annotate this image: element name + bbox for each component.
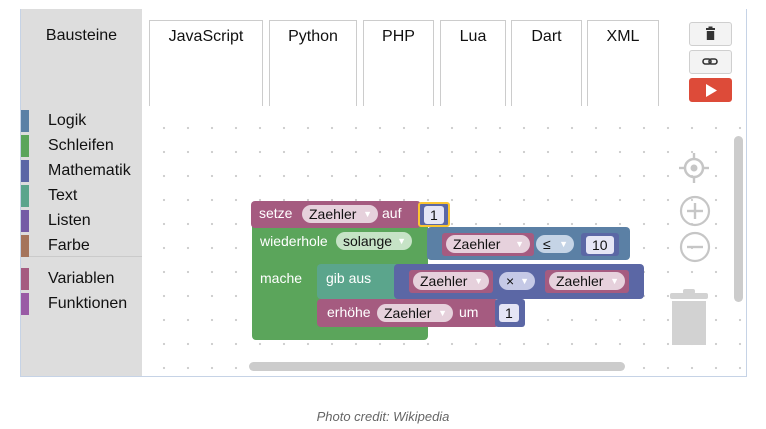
dropdown-arrow-icon: ▼: [363, 205, 372, 223]
toolbox: Logik Schleifen Mathematik Text Listen F…: [21, 106, 142, 377]
tab-php[interactable]: PHP: [363, 20, 434, 108]
print-block[interactable]: gib aus: [317, 264, 399, 299]
compare-left-var[interactable]: Zaehler ▼: [442, 233, 534, 256]
multiply-left-dropdown[interactable]: Zaehler ▼: [413, 272, 489, 290]
do-keyword: mache: [260, 270, 302, 286]
category-text[interactable]: Text: [21, 185, 142, 207]
set-variable-block[interactable]: setze Zaehler ▼ auf: [251, 201, 421, 228]
multiply-right-var[interactable]: Zaehler ▼: [545, 270, 629, 293]
category-color: [21, 210, 29, 232]
dropdown-arrow-icon: ▼: [438, 304, 447, 322]
category-label: Mathematik: [48, 162, 131, 180]
set-value-number[interactable]: 1: [424, 206, 444, 224]
photo-credit: Photo credit: Wikipedia: [0, 409, 766, 424]
trash-button[interactable]: [689, 22, 732, 46]
horizontal-scrollbar[interactable]: [249, 362, 625, 371]
category-color: [21, 110, 29, 132]
tab-dart[interactable]: Dart: [511, 20, 582, 108]
zoom-in-icon[interactable]: [679, 195, 711, 227]
multiply-operator-dropdown[interactable]: ×▼: [499, 272, 535, 290]
set-variable-name: Zaehler: [309, 206, 356, 222]
category-color: [21, 185, 29, 207]
link-icon: [690, 51, 731, 73]
tab-lua[interactable]: Lua: [440, 20, 506, 108]
toolbox-separator: [29, 256, 142, 257]
print-keyword: gib aus: [326, 270, 371, 286]
set-variable-dropdown[interactable]: Zaehler ▼: [302, 205, 378, 223]
increment-variable-name: Zaehler: [384, 305, 431, 321]
category-label: Text: [48, 187, 77, 205]
loop-keyword: wiederhole: [260, 233, 328, 249]
blockly-app: Bausteine JavaScript Python PHP Lua Dart…: [20, 9, 747, 377]
vertical-scrollbar[interactable]: [734, 136, 743, 302]
dropdown-arrow-icon: ▼: [559, 235, 568, 253]
increment-by-keyword: um: [459, 304, 478, 320]
category-label: Funktionen: [48, 295, 127, 313]
zoom-reset-icon[interactable]: [676, 150, 712, 186]
multiply-right-dropdown[interactable]: Zaehler ▼: [549, 272, 625, 290]
compare-operator-dropdown[interactable]: ≤▼: [536, 235, 574, 253]
category-color: [21, 135, 29, 157]
category-color: [21, 160, 29, 182]
compare-right-number[interactable]: 10: [586, 236, 614, 254]
dropdown-arrow-icon: ▼: [474, 272, 483, 290]
category-label: Schleifen: [48, 137, 114, 155]
category-color: [21, 293, 29, 315]
category-color: [21, 268, 29, 290]
workspace[interactable]: setze Zaehler ▼ auf 1 wiederhole solange ▼…: [142, 106, 747, 377]
multiply-right-name: Zaehler: [556, 273, 603, 289]
dropdown-arrow-icon: ▼: [515, 235, 524, 253]
tab-javascript[interactable]: JavaScript: [149, 20, 263, 108]
category-schleifen[interactable]: Schleifen: [21, 135, 142, 157]
dropdown-arrow-icon: ▼: [397, 232, 406, 250]
link-button[interactable]: [689, 50, 732, 74]
compare-left-name: Zaehler: [453, 236, 500, 252]
loop-mode-value: solange: [343, 233, 392, 249]
compare-left-dropdown[interactable]: Zaehler ▼: [446, 235, 530, 253]
tab-xml[interactable]: XML: [587, 20, 659, 108]
category-label: Variablen: [48, 270, 114, 288]
increment-variable-dropdown[interactable]: Zaehler ▼: [377, 304, 453, 322]
dropdown-arrow-icon: ▼: [520, 272, 529, 290]
increment-value-number[interactable]: 1: [499, 304, 519, 322]
set-keyword: setze: [259, 205, 292, 221]
category-mathematik[interactable]: Mathematik: [21, 160, 142, 182]
compare-operator-value: ≤: [543, 236, 551, 252]
tab-bausteine[interactable]: Bausteine: [21, 9, 142, 106]
increment-block[interactable]: erhöhe Zaehler ▼ um: [317, 299, 499, 327]
increment-keyword: erhöhe: [327, 304, 371, 320]
trash-icon: [690, 23, 731, 45]
category-label: Farbe: [48, 237, 90, 255]
category-listen[interactable]: Listen: [21, 210, 142, 232]
loop-mode-dropdown[interactable]: solange ▼: [336, 232, 412, 250]
dropdown-arrow-icon: ▼: [610, 272, 619, 290]
zoom-out-icon[interactable]: [679, 231, 711, 263]
run-button[interactable]: [689, 78, 732, 102]
set-to-keyword: auf: [382, 205, 401, 221]
category-label: Listen: [48, 212, 91, 230]
tab-python[interactable]: Python: [269, 20, 357, 108]
category-variablen[interactable]: Variablen: [21, 268, 142, 290]
play-icon: [690, 79, 731, 101]
category-color: [21, 235, 29, 257]
category-farbe[interactable]: Farbe: [21, 235, 142, 257]
multiply-operator-value: ×: [506, 273, 514, 289]
multiply-left-name: Zaehler: [420, 273, 467, 289]
category-funktionen[interactable]: Funktionen: [21, 293, 142, 315]
category-label: Logik: [48, 112, 86, 130]
trash-can-icon[interactable]: [666, 287, 712, 347]
category-logik[interactable]: Logik: [21, 110, 142, 132]
multiply-left-var[interactable]: Zaehler ▼: [409, 270, 493, 293]
